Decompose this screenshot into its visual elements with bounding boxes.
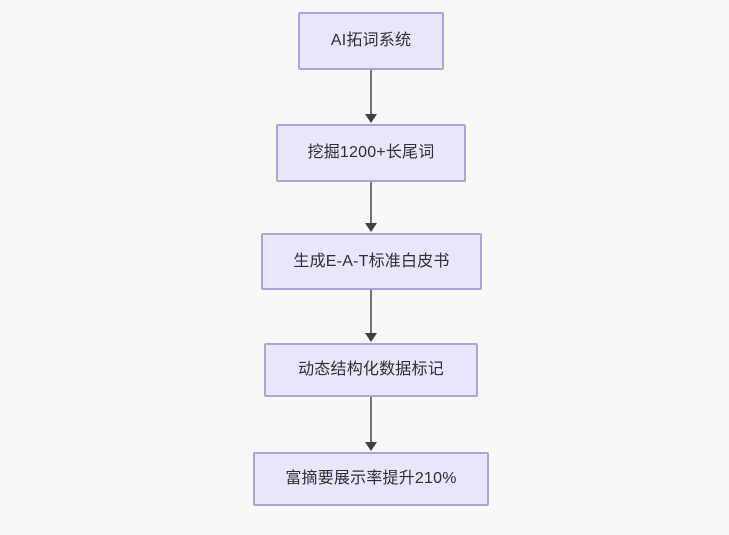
node-label: 挖掘1200+长尾词 bbox=[307, 144, 435, 161]
connector-arrowhead-4 bbox=[365, 442, 377, 451]
flowchart-node-ai-keyword-system[interactable]: AI拓词系统 bbox=[298, 12, 444, 70]
flowchart-node-eat-whitepaper[interactable]: 生成E-A-T标准白皮书 bbox=[261, 233, 482, 290]
flowchart-node-longtail-keywords[interactable]: 挖掘1200+长尾词 bbox=[276, 124, 466, 182]
flowchart-node-structured-data-markup[interactable]: 动态结构化数据标记 bbox=[264, 343, 478, 397]
connector-arrowhead-2 bbox=[365, 223, 377, 232]
connector-line-2 bbox=[370, 182, 372, 224]
node-label: AI拓词系统 bbox=[330, 32, 412, 49]
connector-line-3 bbox=[370, 290, 372, 334]
node-label: 富摘要展示率提升210% bbox=[285, 470, 457, 487]
connector-line-4 bbox=[370, 397, 372, 443]
node-label: 生成E-A-T标准白皮书 bbox=[293, 252, 450, 270]
flowchart-node-rich-snippet-result[interactable]: 富摘要展示率提升210% bbox=[253, 452, 489, 506]
connector-arrowhead-3 bbox=[365, 333, 377, 342]
connector-line-1 bbox=[370, 70, 372, 115]
connector-arrowhead-1 bbox=[365, 114, 377, 123]
node-label: 动态结构化数据标记 bbox=[298, 361, 444, 378]
